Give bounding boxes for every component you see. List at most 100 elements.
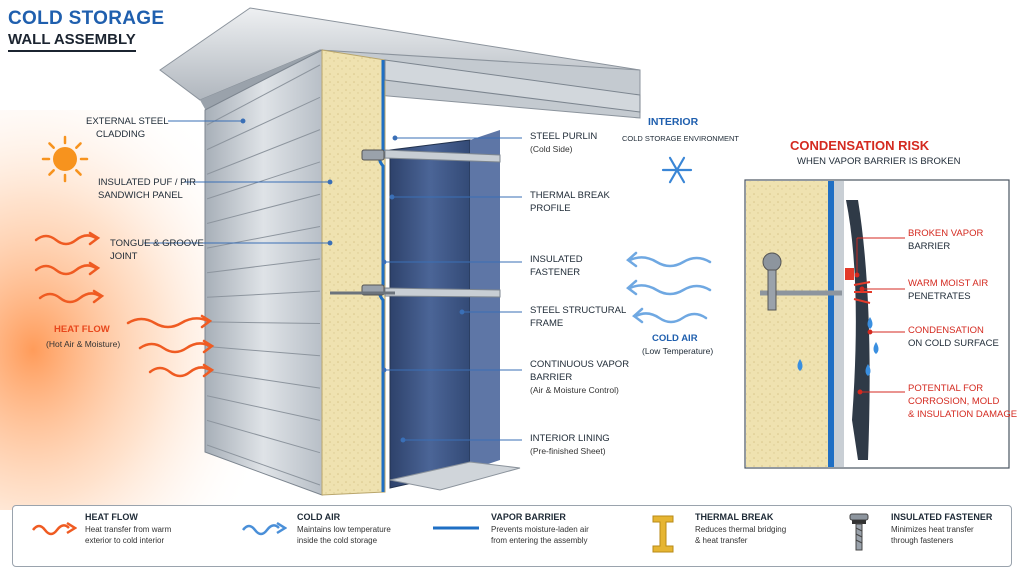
cond-label-condensation: CONDENSATION ON COLD SURFACE [908,324,999,350]
cold-air-arrow [628,256,712,268]
steel-purlin [384,59,641,113]
label-line: THERMAL BREAK [530,190,610,201]
label-line: (Cold Side) [530,144,573,154]
cold-air-arrow [634,312,708,324]
legend-vapor-barrier: VAPOR BARRIER Prevents moisture-laden ai… [429,512,589,546]
vapor-barrier-line-icon [433,526,479,530]
insulated-fastener-upper [361,149,385,161]
label-line: (Air & Moisture Control) [530,385,619,395]
cladding-rib [206,444,321,486]
cold-air-title: COLD AIR [652,333,698,344]
legend-desc-line: from entering the assembly [491,536,588,545]
condensation-droplet [873,342,879,354]
legend-desc-line: through fasteners [891,536,954,545]
label-line: WARM MOIST AIR [908,278,989,289]
interior-title: INTERIOR [648,116,699,128]
legend-desc-line: Prevents moisture-laden air [491,525,589,534]
label-line: (Pre-finished Sheet) [530,446,606,456]
interior-lining [389,461,521,491]
legend-title: COLD AIR [297,512,341,522]
label-heat-flow: HEAT FLOW [54,323,110,336]
legend-title: HEAT FLOW [85,512,138,522]
sun-ray [75,142,82,149]
condensation-detail-box [744,179,1010,469]
title-line-2: WALL ASSEMBLY [8,31,136,52]
cold-air-arrowhead [626,279,638,296]
cladding-rib [206,370,321,389]
label-line: PROFILE [530,203,571,214]
insulated-fastener-icon [849,513,869,551]
legend-desc-line: Minimizes heat transfer [891,525,974,534]
insulated-puf-pir-panel [321,49,386,496]
heat-flow-arrow [34,264,98,276]
label-line: CORROSION, MOLD [908,396,1000,407]
thermal-break-icon [652,515,674,553]
label-heat-flow-sub: (Hot Air & Moisture) [46,338,120,351]
legend-title: INSULATED FASTENER [891,512,993,522]
legend-desc-line: Heat transfer from warm [85,525,172,534]
label-line: HEAT FLOW [54,324,110,335]
label-thermal-break: THERMAL BREAK PROFILE [530,189,610,215]
label-interior-lining: INTERIOR LINING (Pre-finished Sheet) [530,432,610,458]
heat-flow-arrow [148,366,212,378]
cladding-rib [206,321,321,324]
label-line: INTERIOR LINING [530,433,610,444]
cond-label-warm-air: WARM MOIST AIR PENETRATES [908,277,988,303]
cladding-rib [206,64,321,126]
condensation-droplet [797,359,803,371]
label-insulated-panel: INSULATED PUF / PIR SANDWICH PANEL [98,176,196,202]
label-line: BROKEN VAPOR [908,228,984,239]
cold-air-arrowhead [626,251,638,268]
heat-flow-arrowhead [202,339,215,354]
heat-flow-arrowhead [92,289,105,304]
legend-title: VAPOR BARRIER [491,512,566,522]
label-line: SANDWICH PANEL [98,190,183,201]
sun-ray [48,142,55,149]
heat-flow-arrowhead [200,314,213,329]
legend-insulated-fastener: INSULATED FASTENER Minimizes heat transf… [839,512,993,551]
snowflake-arm [668,156,686,184]
heat-flow-arrowhead [88,231,101,246]
legend-desc-line: Maintains low temperature [297,525,391,534]
cold-air-subtitle: (Low Temperature) [642,346,714,356]
cladding-rib [206,419,321,454]
cold-air-arrow [628,284,712,296]
heat-flow-arrow [34,234,98,246]
label-line: STEEL PURLIN [530,131,598,142]
cond-label-damage: POTENTIAL FOR CORROSION, MOLD & INSULATI… [908,382,1017,421]
sun-ray [48,169,55,176]
condensation-droplet [867,317,873,329]
label-insulated-fastener: INSULATED FASTENER [530,253,583,279]
legend-desc: Minimizes heat transfer through fasteners [891,524,992,546]
label-vapor-barrier: CONTINUOUS VAPOR BARRIER (Air & Moisture… [530,358,629,397]
cladding-rib [206,395,321,421]
label-line: CONDENSATION [908,325,984,336]
cladding-rib [206,161,321,200]
label-line: ON COLD SURFACE [908,338,999,349]
condensation-droplet [865,364,871,376]
label-line: BARRIER [530,372,573,383]
snowflake-icon [661,156,693,184]
legend-title: THERMAL BREAK [695,512,774,522]
cladding-rib [206,96,321,151]
label-structural-frame: STEEL STRUCTURAL FRAME [530,304,626,330]
cond-label-broken-barrier: BROKEN VAPOR BARRIER [908,227,983,253]
heat-flow-arrow [138,342,212,354]
title-line-1: COLD STORAGE [8,8,165,29]
label-tongue-groove: TONGUE & GROOVE JOINT [110,237,204,263]
label-line: INSULATED [530,254,583,265]
label-external-cladding: EXTERNAL STEEL CLADDING [86,115,169,141]
cladding-rib [206,258,321,274]
label-line: BARRIER [908,241,951,252]
cladding-rib [206,193,321,224]
heat-flow-arrow [126,317,210,329]
cold-air-arrow-icon [242,521,287,536]
legend-desc: Prevents moisture-laden air from entering… [491,524,589,546]
label-line: CLADDING [96,129,146,140]
legend-desc: Reduces thermal bridging& heat transfer [695,524,786,546]
